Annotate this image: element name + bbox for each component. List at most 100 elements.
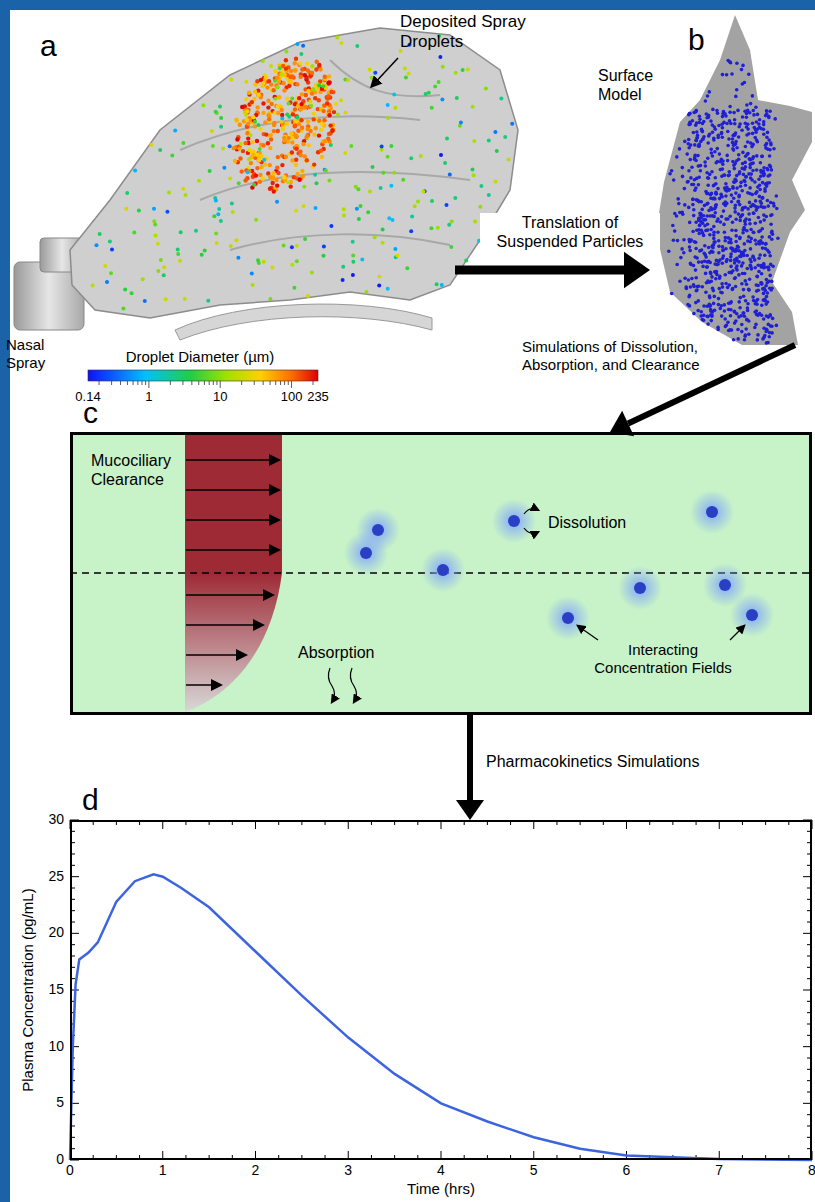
particle-dot [710, 275, 714, 279]
particle-dot [736, 109, 740, 113]
particle-dot [747, 132, 751, 136]
droplet [291, 112, 295, 116]
droplet [240, 105, 244, 109]
particle-dot [771, 317, 775, 321]
particle-dot [743, 314, 747, 318]
droplet [419, 154, 423, 158]
particle-dot [714, 204, 718, 208]
droplet [210, 129, 214, 133]
particle-dot [756, 338, 760, 342]
particle-dot [752, 231, 756, 235]
edge-label: Pharmacokinetics Simulations [486, 752, 699, 771]
particle-dot [687, 138, 691, 142]
particle-dot [748, 166, 752, 170]
droplet [265, 85, 269, 89]
particle-dot [676, 239, 680, 243]
particle-dot [737, 157, 741, 161]
droplet [360, 258, 364, 262]
particle-dot [731, 288, 735, 292]
particle-dot [734, 248, 738, 252]
particle-dot [742, 294, 746, 298]
particle-dot [770, 286, 774, 290]
droplet [328, 123, 332, 127]
particle-dot [754, 205, 758, 209]
particle-dot [712, 233, 716, 237]
particle-dot [748, 240, 752, 244]
particle-dot [733, 206, 737, 210]
particle-dot [760, 304, 764, 308]
droplet [487, 138, 491, 142]
particle-dot [695, 256, 699, 260]
colorbar-tick-label: 100 [281, 389, 303, 405]
droplet [332, 110, 336, 114]
particle-dot [728, 105, 732, 109]
droplet [440, 283, 444, 287]
particle-dot [734, 266, 738, 270]
particle-dot [758, 253, 762, 257]
droplet [130, 291, 134, 295]
droplet [310, 64, 314, 68]
droplet [404, 76, 408, 80]
particle-dot [743, 272, 747, 276]
droplet [466, 68, 470, 72]
particle-dot [723, 230, 727, 234]
droplet [299, 117, 303, 121]
particle-dot [702, 214, 706, 218]
droplet [379, 186, 383, 190]
droplet [251, 115, 255, 119]
particle-dot [737, 135, 741, 139]
particle-dot [683, 276, 687, 280]
particle-dot [737, 315, 741, 319]
particle-dot [754, 302, 758, 306]
particle-dot [763, 266, 767, 270]
particle-dot [748, 278, 752, 282]
nasal-airway [70, 28, 518, 318]
tick-label: 3 [344, 1162, 352, 1179]
panel-letter: d [82, 782, 99, 818]
surface-particles [667, 59, 780, 345]
particle-dot [721, 126, 725, 130]
droplet [366, 210, 370, 214]
particle-dot [755, 190, 759, 194]
concentration-field [703, 563, 747, 607]
droplet [339, 98, 343, 102]
particle-dot [692, 312, 696, 316]
droplet [302, 185, 306, 189]
particle-dot [698, 115, 702, 119]
droplet [304, 105, 308, 109]
particle-dot [740, 282, 744, 286]
particle-dot [712, 225, 716, 229]
particle-dot [725, 73, 729, 77]
particle-dot [734, 285, 738, 289]
particle-dot [667, 250, 671, 254]
particle-dot [722, 209, 726, 213]
particle-dot [772, 147, 776, 151]
droplet [300, 169, 304, 173]
particle-dot [695, 288, 699, 292]
particle-dot [733, 310, 737, 314]
droplet [282, 175, 286, 179]
particle-dot [710, 192, 714, 196]
particle-dot [721, 115, 725, 119]
particle-dot [681, 166, 685, 170]
particle-dot [688, 112, 692, 116]
droplet [351, 260, 355, 264]
droplet [380, 145, 384, 149]
velocity-arrow [186, 594, 272, 596]
particle-dot [762, 166, 766, 170]
particle-dot [697, 299, 701, 303]
tick [313, 381, 314, 385]
particle-dot [741, 213, 745, 217]
droplet [341, 278, 345, 282]
tick-label: 20 [48, 924, 64, 941]
particle-dot [751, 295, 755, 299]
particle-dot [748, 192, 752, 196]
tick [204, 381, 205, 385]
particle-dot [762, 213, 766, 217]
particle-dot [747, 333, 751, 337]
concentration-field [618, 566, 662, 610]
particle-dot [735, 186, 739, 190]
droplet [499, 97, 503, 101]
droplet [268, 146, 272, 150]
